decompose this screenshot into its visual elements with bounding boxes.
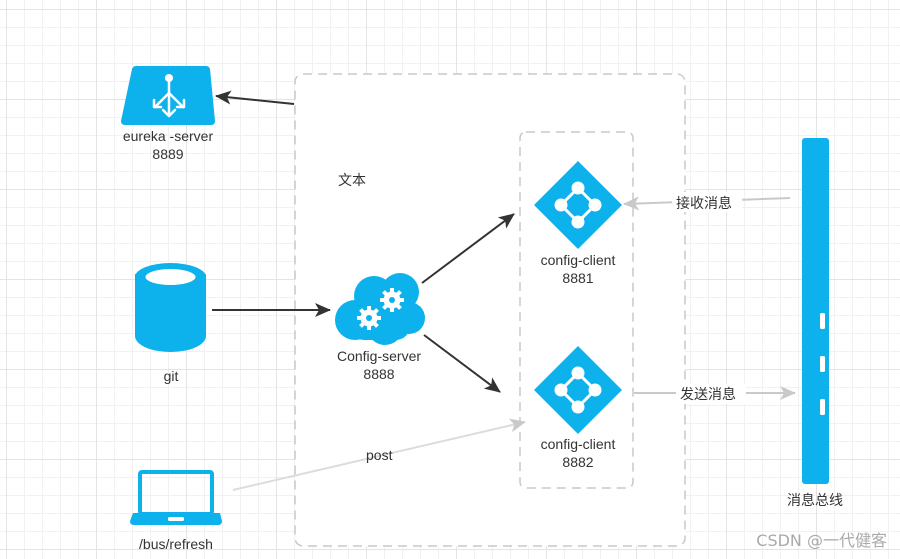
gear-icon bbox=[357, 306, 381, 330]
laptop-icon bbox=[130, 470, 222, 525]
config-client-2-node[interactable]: config-client 8882 bbox=[534, 346, 622, 470]
edge-label-bg bbox=[676, 384, 746, 404]
config-client-2-port: 8882 bbox=[562, 454, 593, 470]
config-client-1-port: 8881 bbox=[562, 270, 593, 286]
config-client-1-node[interactable]: config-client 8881 bbox=[534, 161, 622, 286]
git-name: git bbox=[164, 368, 179, 384]
database-cylinder-icon bbox=[135, 263, 206, 352]
edge-config-server-to-eureka bbox=[215, 90, 295, 105]
config-client-2-name: config-client bbox=[541, 436, 616, 452]
message-bus-name: 消息总线 bbox=[787, 492, 843, 509]
message-bus-node[interactable]: 消息总线 bbox=[787, 138, 843, 509]
edge-laptop-to-client2 bbox=[232, 418, 526, 491]
config-server-node[interactable]: Config-server 8888 bbox=[335, 273, 425, 382]
network-diamond-icon bbox=[534, 346, 622, 434]
gear-icon bbox=[380, 288, 404, 312]
config-client-1-name: config-client bbox=[541, 252, 616, 268]
outer-group-label: 文本 bbox=[338, 173, 366, 189]
edge-label-bg bbox=[672, 192, 742, 212]
laptop-node[interactable]: /bus/refresh bbox=[130, 470, 222, 552]
network-diamond-icon bbox=[534, 161, 622, 249]
message-bus-icon bbox=[802, 138, 829, 484]
edge-label-receive: 接收消息 bbox=[676, 195, 732, 212]
git-node[interactable]: git bbox=[135, 263, 206, 384]
eureka-server-port: 8889 bbox=[152, 146, 183, 162]
edge-config-server-to-client2 bbox=[423, 334, 501, 393]
edge-config-server-to-client1 bbox=[421, 213, 515, 284]
config-server-port: 8888 bbox=[363, 366, 394, 382]
laptop-name: /bus/refresh bbox=[139, 536, 213, 552]
edge-label-send: 发送消息 bbox=[680, 386, 736, 403]
eureka-server-node[interactable]: eureka -server 8889 bbox=[121, 66, 215, 162]
watermark: CSDN @一代健客 bbox=[756, 531, 887, 550]
edge-label-post: post bbox=[366, 447, 393, 463]
config-server-name: Config-server bbox=[337, 348, 421, 364]
eureka-server-name: eureka -server bbox=[123, 128, 214, 144]
